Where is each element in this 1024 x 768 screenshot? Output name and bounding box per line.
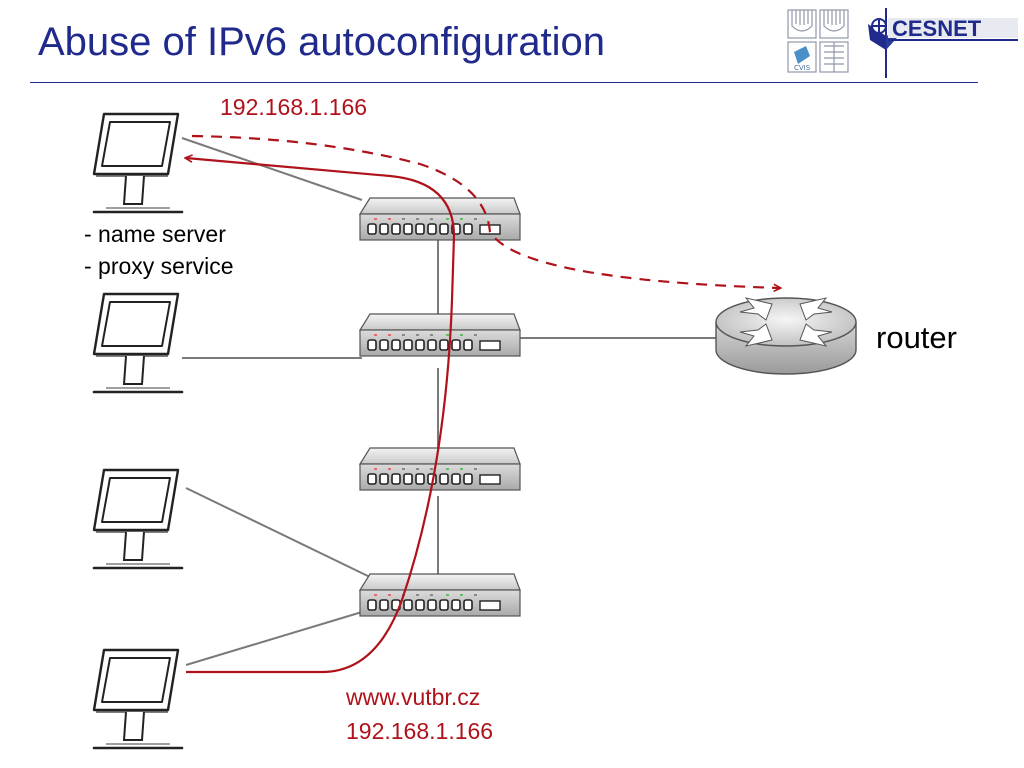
bottom-hostname: www.vutbr.cz: [346, 684, 481, 710]
top-ip-label: 192.168.1.166: [220, 94, 368, 120]
original-path-flow: [191, 134, 780, 288]
server-roles-label: - name server - proxy service: [84, 218, 234, 282]
link-computer3-switch4: [185, 487, 373, 579]
title-divider: [30, 82, 978, 83]
bottom-ip: 192.168.1.166: [346, 718, 494, 744]
slide-title: Abuse of IPv6 autoconfiguration: [38, 20, 606, 64]
vut-building-logo: CVIS: [784, 6, 854, 76]
cesnet-logo-text: CESNET: [892, 16, 982, 41]
switch-3-icon: [359, 447, 521, 491]
computer-2-monitor-icon: [92, 292, 184, 394]
router-icon: [715, 297, 857, 375]
switch-2-icon: [359, 313, 521, 357]
computer-3-monitor-icon: [92, 468, 184, 570]
role-proxy-service: - proxy service: [84, 253, 234, 279]
computer-1-monitor-icon: [92, 112, 184, 214]
bottom-host-label: www.vutbr.cz 192.168.1.166: [346, 680, 493, 748]
vut-logo-text: CVIS: [794, 64, 811, 72]
cesnet-logo: CESNET: [862, 6, 1022, 78]
dns-request-flow: [186, 158, 456, 674]
computer-4-monitor-icon: [92, 648, 184, 750]
router-label: router: [876, 320, 957, 355]
switch-4-icon: [359, 573, 521, 617]
link-computer4-switch4: [185, 611, 363, 666]
role-name-server: - name server: [84, 221, 226, 247]
switch-1-icon: [359, 197, 521, 241]
link-computer1-switch1: [181, 137, 363, 201]
